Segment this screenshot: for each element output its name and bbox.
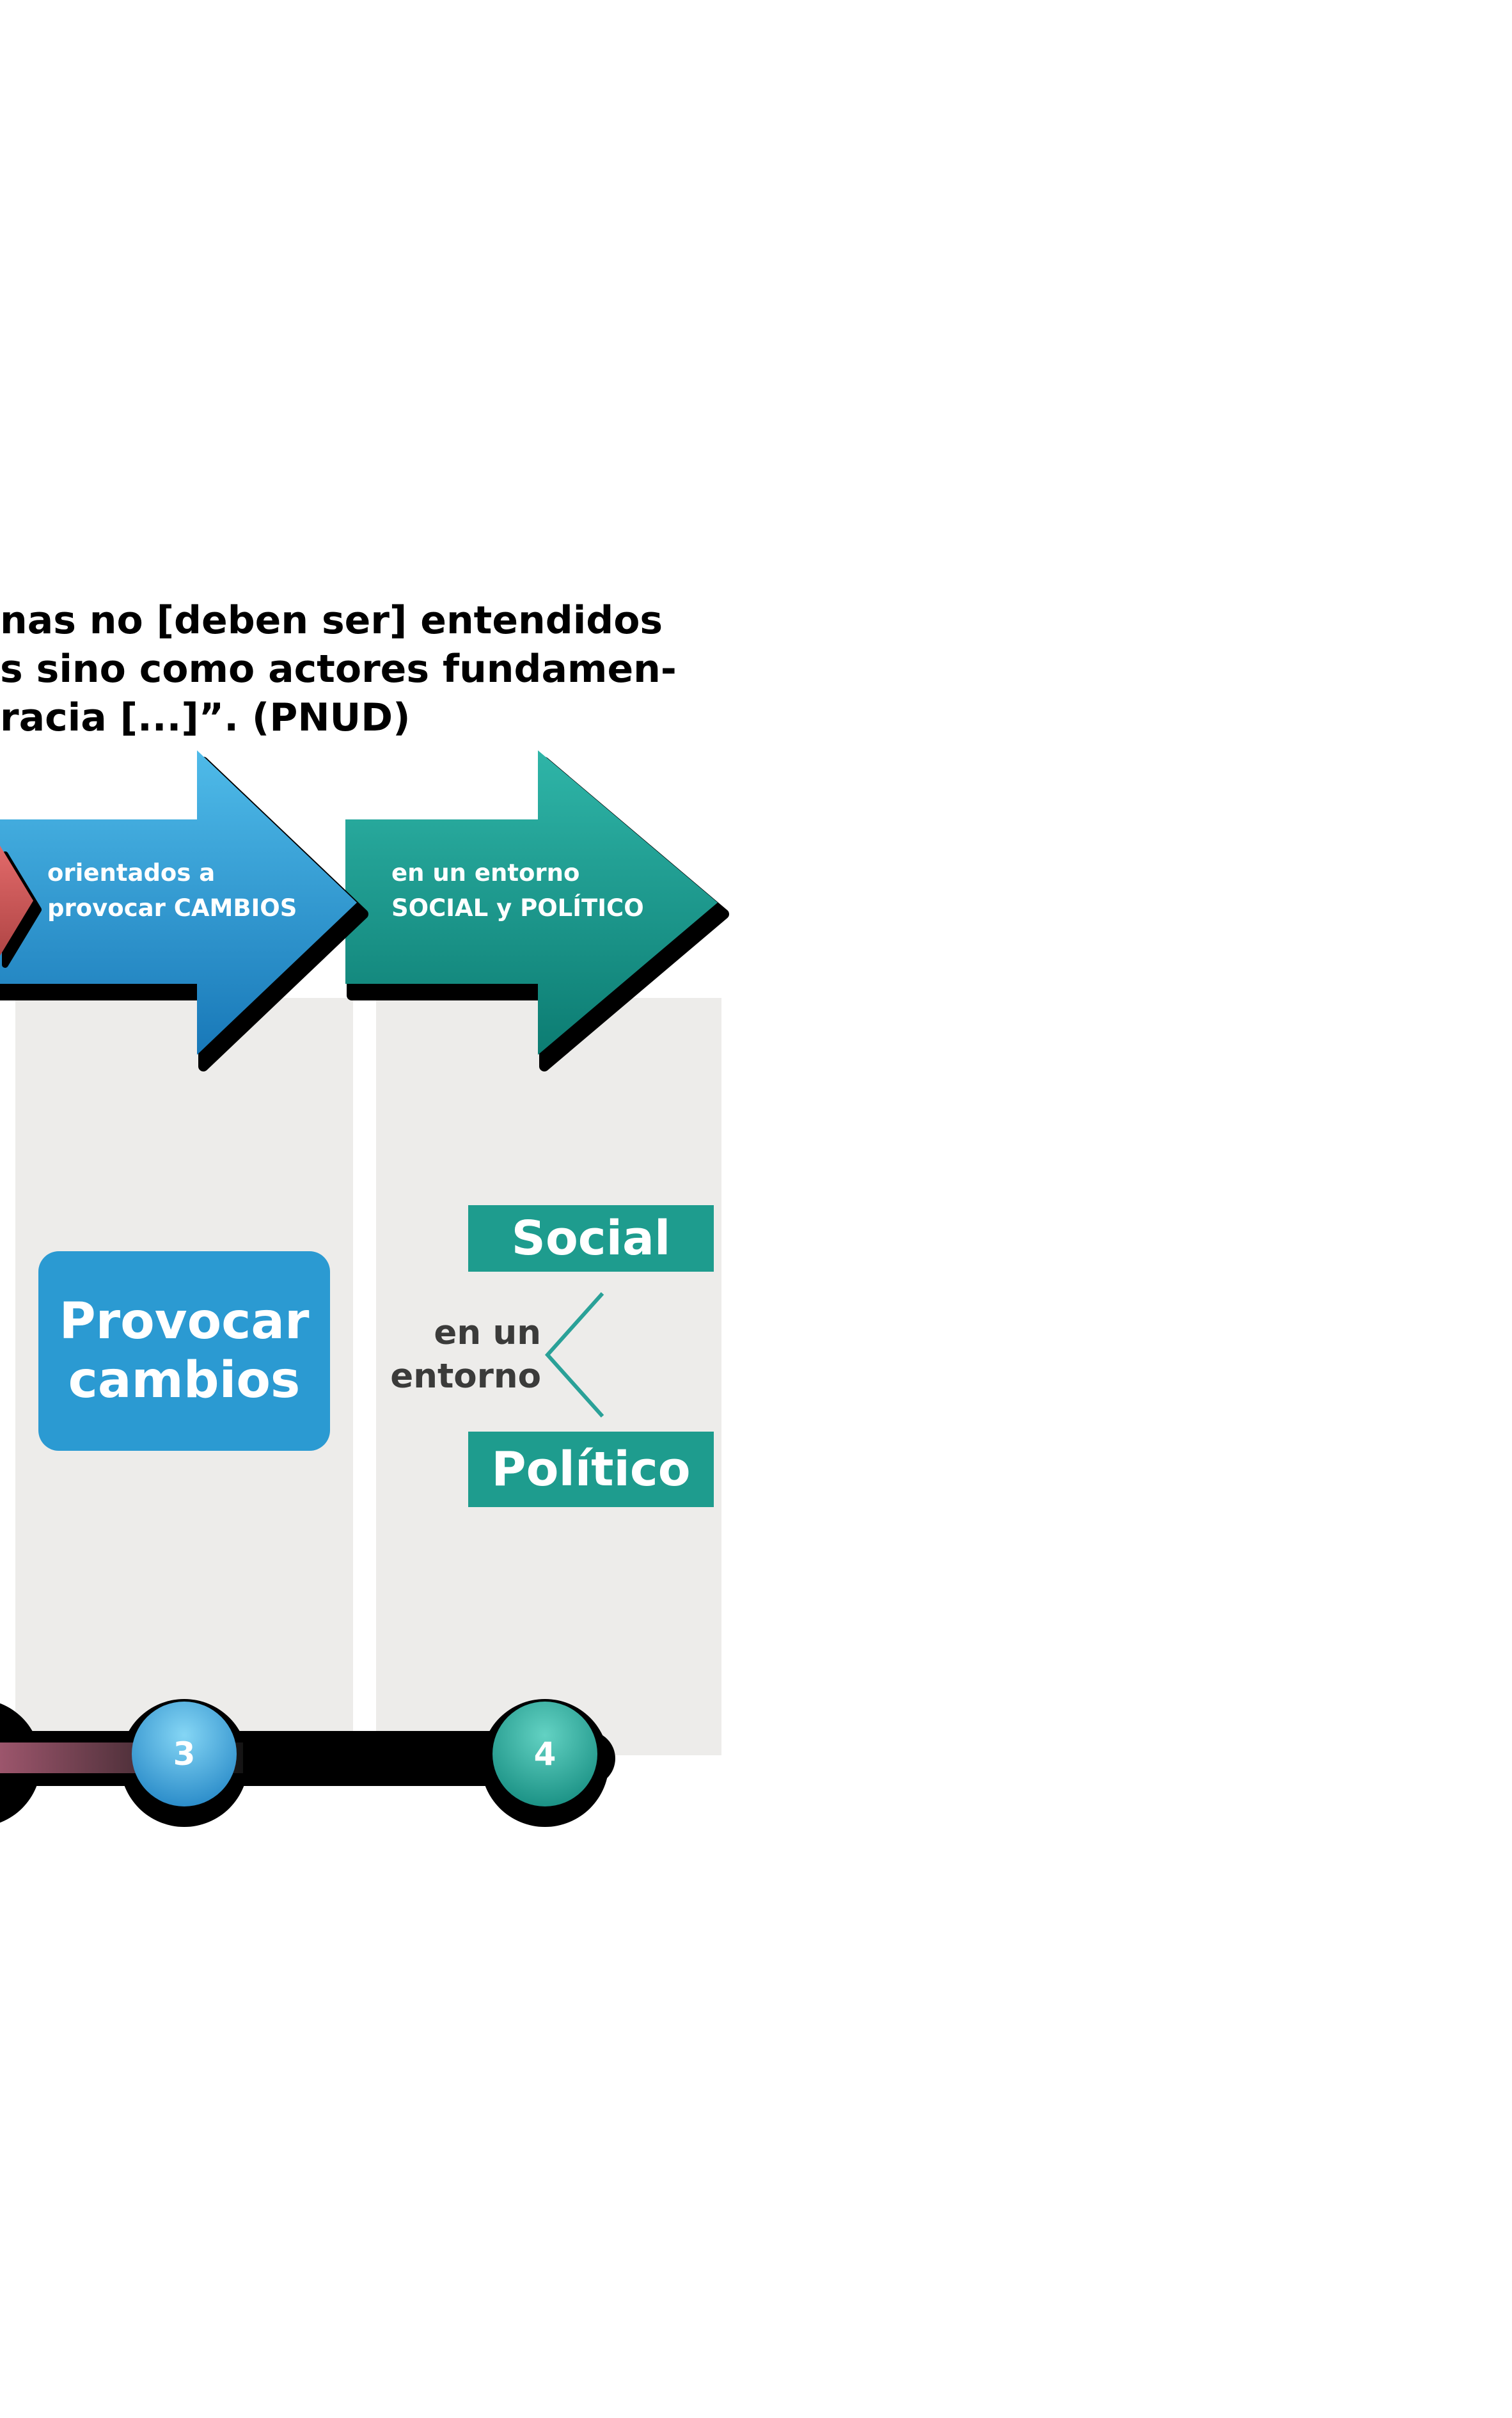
quote-line-3: racia [...]”. (PNUD) bbox=[0, 695, 411, 741]
arrow-red-tip bbox=[0, 846, 42, 968]
arrow-entorno-label: en un entorno SOCIAL y POLÍTICO bbox=[391, 856, 644, 926]
arrow-cambios-label-line1: orientados a bbox=[47, 859, 216, 887]
timeline-bar bbox=[0, 1699, 615, 1827]
arrow-entorno-label-line1: en un entorno bbox=[391, 859, 580, 887]
politico-tag: Político bbox=[468, 1432, 714, 1507]
timeline-step-4-circle bbox=[492, 1702, 597, 1806]
social-tag-label: Social bbox=[511, 1211, 671, 1266]
chevron-bracket-icon bbox=[544, 1292, 604, 1418]
timeline-step-4-number: 4 bbox=[533, 1735, 556, 1773]
timeline-step-3-number: 3 bbox=[173, 1735, 196, 1773]
en-un-entorno-text: en un entorno bbox=[390, 1313, 541, 1396]
arrow-entorno-label-line2: SOCIAL y POLÍTICO bbox=[391, 894, 644, 922]
arrow-entorno-shape bbox=[345, 750, 729, 1071]
quote-line-2: s sino como actores fundamen- bbox=[0, 647, 677, 692]
social-tag: Social bbox=[468, 1205, 714, 1272]
provocar-cambios-card-label: Provocar cambios bbox=[59, 1292, 310, 1409]
column-entorno bbox=[376, 998, 721, 1755]
provocar-cambios-card: Provocar cambios bbox=[38, 1251, 330, 1451]
politico-tag-label: Político bbox=[491, 1442, 691, 1497]
quote-text: nas no [deben ser] entendidos s sino com… bbox=[0, 596, 755, 743]
arrow-cambios-label-line2: provocar CAMBIOS bbox=[47, 894, 297, 922]
timeline-step-3-circle bbox=[132, 1702, 237, 1806]
quote-line-1: nas no [deben ser] entendidos bbox=[0, 598, 663, 643]
arrow-cambios-label: orientados a provocar CAMBIOS bbox=[47, 856, 297, 926]
arrow-cambios-shape bbox=[0, 750, 368, 1071]
